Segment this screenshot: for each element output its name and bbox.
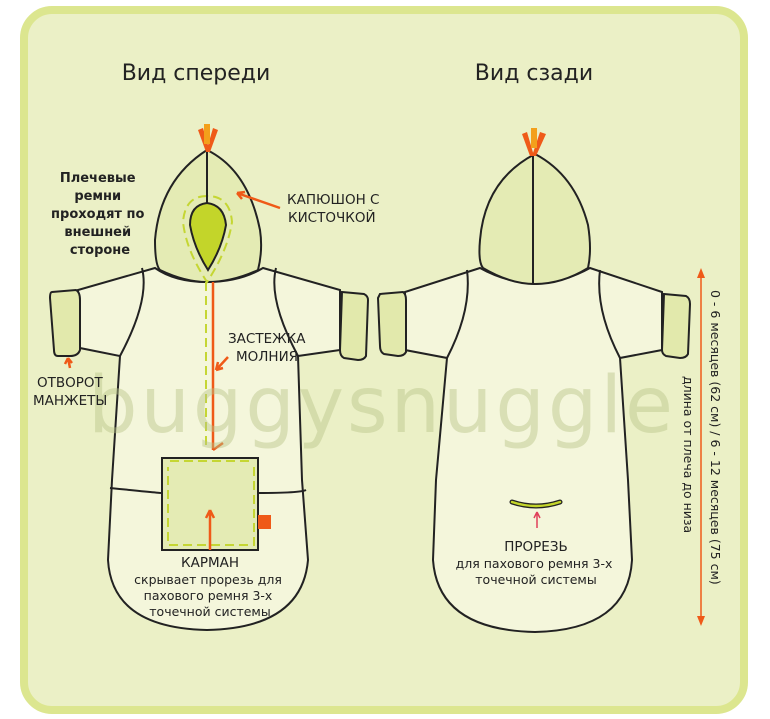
slit-description: для пахового ремня 3-х точечной системы	[456, 556, 617, 587]
size-range: 0 - 6 месяцев (62 см) / 6 - 12 месяцев (…	[708, 290, 723, 585]
pocket-label: КАРМАН	[181, 555, 239, 571]
length-caption: длина от плеча до низа	[681, 376, 696, 533]
left-cuff	[48, 288, 81, 357]
cuff-label: ОТВОРОТ МАНЖЕТЫ	[33, 375, 107, 409]
right-cuff	[338, 290, 370, 362]
length-dimension	[697, 268, 705, 626]
tassel-icon	[522, 128, 546, 156]
front-view	[48, 124, 370, 632]
back-left-cuff	[376, 290, 407, 358]
hood-label: КАПЮШОН С КИСТОЧКОЙ	[287, 192, 384, 226]
pocket-description: скрывает прорезь для пахового ремня 3-х …	[134, 572, 286, 619]
pocket-tab	[258, 515, 271, 529]
straps-note: Плечевые ремни проходят по внешней сторо…	[51, 171, 149, 258]
slit-label: ПРОРЕЗЬ	[504, 539, 568, 555]
tassel-icon	[198, 124, 218, 152]
back-view	[376, 128, 692, 634]
face-opening	[188, 201, 228, 272]
back-right-cuff	[660, 292, 692, 360]
front-title: Вид спереди	[122, 61, 271, 86]
back-hood	[478, 152, 591, 286]
back-title: Вид сзади	[475, 61, 593, 86]
zipper-label: ЗАСТЕЖКА МОЛНИЯ	[228, 331, 310, 365]
